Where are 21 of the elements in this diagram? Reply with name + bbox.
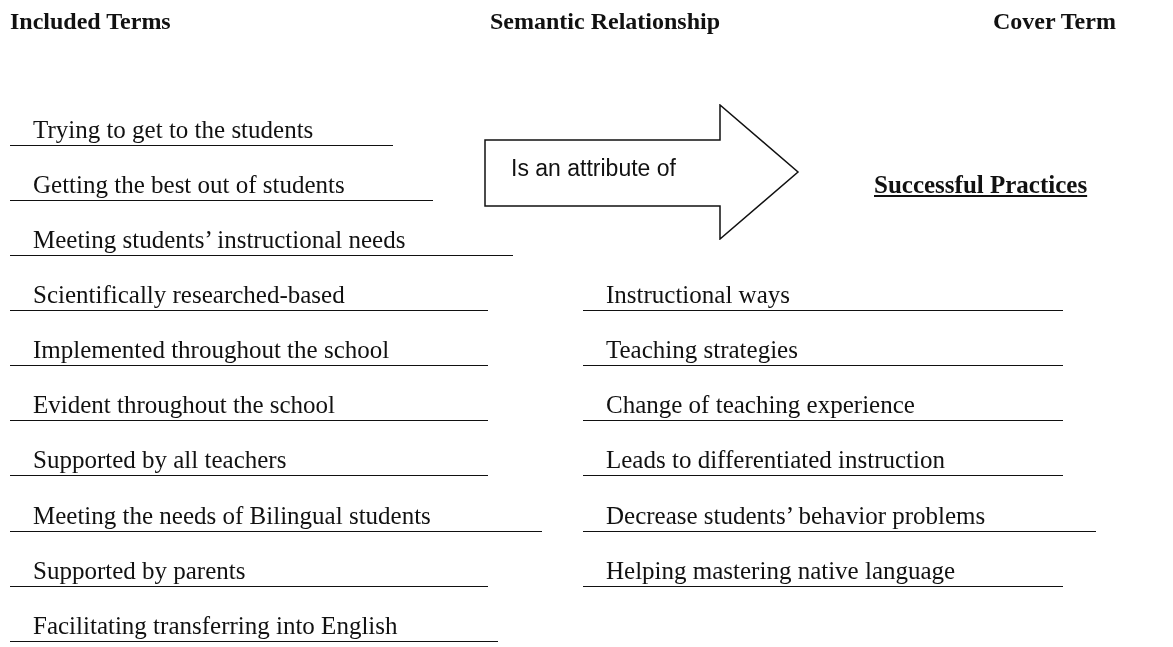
column-heading: Semantic Relationship (490, 7, 720, 36)
term-text: Supported by parents (10, 556, 488, 587)
term-text: Decrease students’ behavior problems (583, 501, 1096, 532)
term-text: Implemented throughout the school (10, 335, 488, 366)
column-heading: Cover Term (993, 7, 1116, 36)
cover-term: Successful Practices (873, 170, 1088, 200)
term-text: Supported by all teachers (10, 445, 488, 476)
term-text: Getting the best out of students (10, 170, 433, 201)
term-text: Trying to get to the students (10, 115, 393, 146)
term-text: Change of teaching experience (583, 390, 1063, 421)
term-text: Evident throughout the school (10, 390, 488, 421)
term-text: Meeting the needs of Bilingual students (10, 501, 542, 532)
term-text: Helping mastering native language (583, 556, 1063, 587)
relationship-text: Is an attribute of (511, 155, 676, 182)
term-text: Facilitating transferring into English (10, 611, 498, 642)
term-text: Scientifically researched-based (10, 280, 488, 311)
term-text: Leads to differentiated instruction (583, 445, 1063, 476)
term-text: Teaching strategies (583, 335, 1063, 366)
term-text: Instructional ways (583, 280, 1063, 311)
column-heading: Included Terms (10, 7, 171, 36)
term-text: Meeting students’ instructional needs (10, 225, 513, 256)
